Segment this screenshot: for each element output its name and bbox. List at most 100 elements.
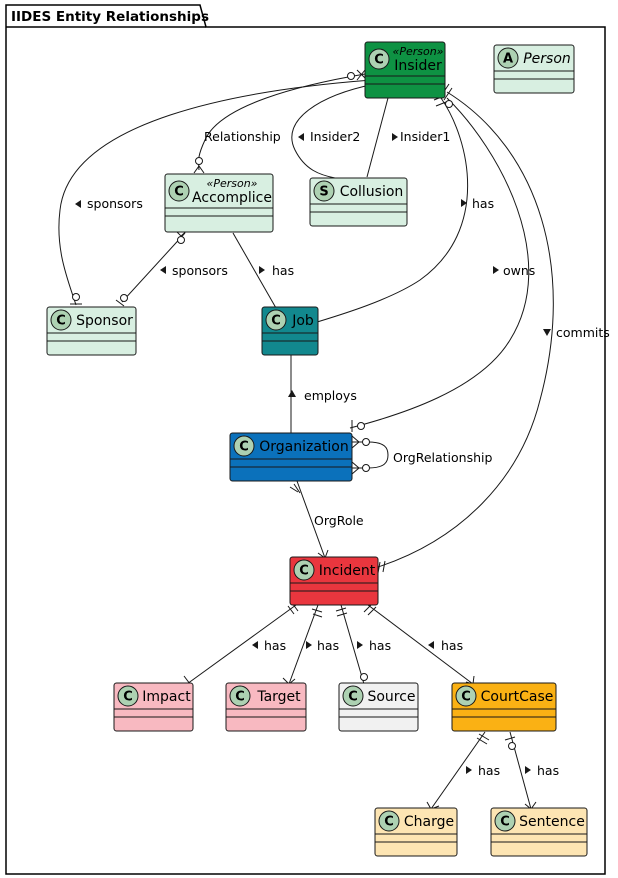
entity-name: Sponsor (76, 313, 133, 329)
arrow-left-icon (298, 133, 304, 141)
badge-letter: C (384, 815, 394, 830)
entity-source[interactable]: C Source (338, 682, 419, 732)
entity-charge[interactable]: C Charge (374, 807, 458, 857)
label-source-has: has (357, 638, 391, 653)
entity-name: CourtCase (481, 689, 554, 705)
edge-incident-source (335, 604, 368, 685)
badge-letter: C (239, 440, 249, 455)
entity-name: Person (523, 51, 571, 67)
class-badge-icon: C (455, 685, 477, 707)
rel-label-text: Insider1 (400, 129, 450, 144)
label-target-has: has (306, 638, 339, 653)
arrow-left-icon (428, 641, 434, 649)
entity-box (229, 432, 353, 482)
entity-name: Sentence (519, 814, 585, 830)
arrow-left-icon (75, 200, 81, 208)
rel-label-text: has (264, 638, 286, 653)
arrow-down-icon (543, 329, 551, 336)
entity-name: Organization (259, 439, 349, 455)
rel-label-text: sponsors (172, 263, 228, 278)
entity-target[interactable]: C Target (225, 682, 307, 732)
arrow-right-icon (357, 641, 363, 649)
rel-label-text: Relationship (204, 129, 281, 144)
entity-impact[interactable]: C Impact (113, 682, 194, 732)
rel-label-text: has (478, 763, 500, 778)
class-badge-icon: C (293, 559, 315, 581)
entity-sponsor[interactable]: C Sponsor (46, 306, 137, 356)
rel-label-text: owns (503, 263, 535, 278)
arrow-left-icon (160, 266, 166, 274)
label-orgrelationship: OrgRelationship (393, 450, 492, 465)
rel-label-text: has (441, 638, 463, 653)
abstract-class-badge-icon: A (497, 47, 519, 69)
label-accomplice-sponsors: sponsors (160, 263, 228, 278)
edge-insider-accomplice (193, 69, 366, 174)
label-commits: commits (543, 325, 610, 340)
class-badge-icon: C (229, 685, 251, 707)
edge-organization-self (351, 435, 389, 475)
label-insider-sponsors: sponsors (75, 196, 143, 211)
rel-label-text: has (472, 196, 494, 211)
rel-label-text: OrgRelationship (393, 450, 492, 465)
entity-stereotype: «Person» (393, 45, 444, 58)
arrow-right-icon (259, 266, 265, 274)
rel-label-text: sponsors (87, 196, 143, 211)
badge-letter: C (123, 690, 133, 705)
badge-letter: C (56, 314, 66, 329)
relationship-edges (58, 69, 554, 810)
class-badge-icon: C (265, 309, 287, 331)
class-badge-icon: C (50, 309, 72, 331)
entity-name: Target (256, 689, 301, 705)
label-accomplice-has: has (259, 263, 294, 278)
rel-label-text: has (272, 263, 294, 278)
entity-organization[interactable]: C Organization (229, 432, 353, 482)
entity-person[interactable]: A Person (493, 44, 575, 94)
entity-insider[interactable]: C«Person»Insider (364, 41, 446, 99)
entity-collusion[interactable]: S Collusion (309, 177, 408, 227)
entity-name: Impact (142, 689, 191, 705)
arrow-right-icon (461, 199, 467, 207)
rel-label-text: has (537, 763, 559, 778)
class-badge-icon: C (494, 810, 516, 832)
entity-name: Charge (404, 814, 454, 830)
rel-label-text: employs (304, 388, 357, 403)
edge-collusion-insider1 (366, 97, 389, 178)
rel-label-text: commits (556, 325, 610, 340)
entity-courtcase[interactable]: C CourtCase (451, 682, 557, 732)
edge-collusion-insider2 (291, 83, 376, 179)
arrow-right-icon (466, 766, 472, 774)
badge-letter: C (461, 690, 471, 705)
arrow-right-icon (493, 266, 499, 274)
rel-label-text: Insider2 (310, 129, 360, 144)
package-title: IIDES Entity Relationships (11, 9, 209, 25)
class-badge-icon: C (378, 810, 400, 832)
badge-letter: C (348, 690, 358, 705)
entity-accomplice[interactable]: C«Person»Accomplice (164, 173, 274, 233)
arrow-right-icon (306, 641, 312, 649)
class-badge-icon: C (368, 48, 390, 70)
arrow-right-icon (392, 133, 398, 141)
entity-name: Accomplice (192, 190, 272, 206)
badge-letter: S (319, 185, 328, 200)
label-employs: employs (288, 388, 357, 403)
label-charge-has: has (466, 763, 500, 778)
entity-box (451, 682, 557, 732)
edge-accomplice-job (232, 232, 277, 309)
arrow-up-icon (288, 390, 296, 397)
edge-insider-sponsor (58, 79, 373, 306)
class-badge-icon: C (342, 685, 364, 707)
entity-name: Source (367, 689, 415, 705)
label-orgrole: OrgRole (314, 513, 364, 528)
struct-badge-icon: S (313, 180, 335, 202)
class-badge-icon: C (168, 180, 190, 202)
label-insider1: Insider1 (392, 129, 450, 144)
arrow-left-icon (252, 641, 258, 649)
badge-letter: A (503, 52, 513, 67)
badge-letter: C (271, 314, 281, 329)
entity-name: Collusion (340, 184, 404, 200)
